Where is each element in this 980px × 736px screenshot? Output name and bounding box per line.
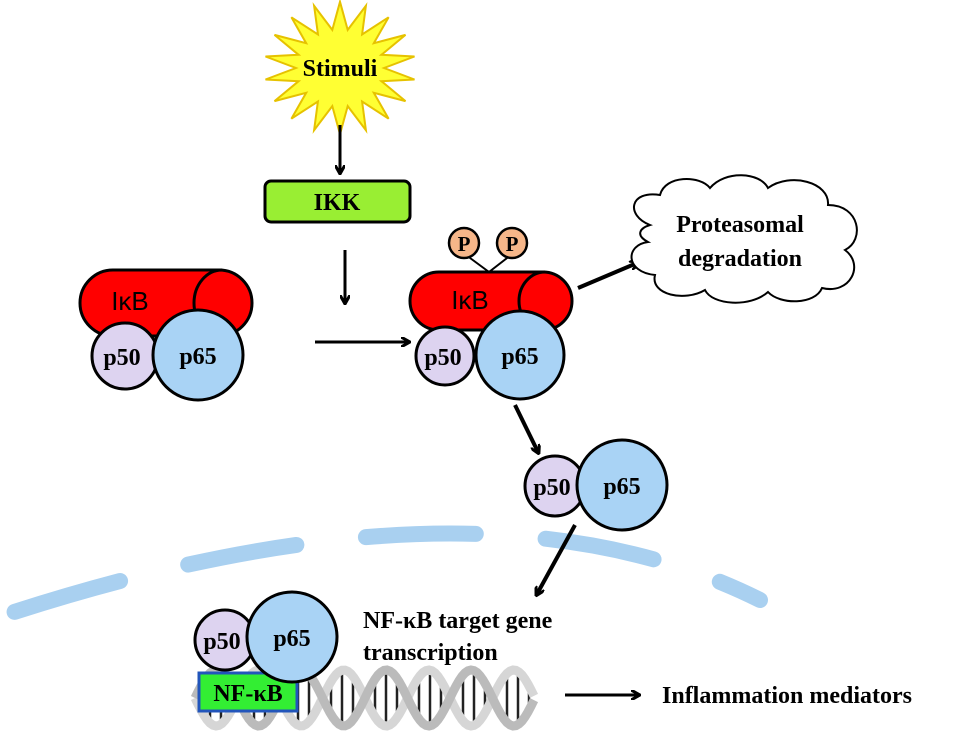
p50-label: p50 — [203, 629, 240, 655]
free-nfkb-dimer: p50 p65 — [523, 438, 669, 532]
cloud-icon — [630, 174, 858, 304]
ikk-label: IKK — [314, 190, 361, 216]
ikb-label: IκB — [111, 286, 149, 316]
p65-label: p65 — [501, 344, 538, 370]
p65-label: p65 — [603, 474, 640, 500]
phospho-label-1: P — [458, 232, 471, 256]
proteasomal-label: Proteasomal — [676, 212, 804, 238]
inflammation-mediators-label: Inflammation mediators — [662, 683, 912, 709]
dna-strand — [190, 665, 539, 731]
p65-label: p65 — [179, 344, 216, 370]
ikb-label-phospho: IκB — [451, 285, 489, 315]
nfkb-box-label: NF-κB — [213, 681, 282, 707]
stimuli-node: Stimuli — [265, 0, 415, 138]
proteasomal-degradation-node: Proteasomal degradation — [630, 174, 858, 304]
arrow-to-degradation — [577, 263, 637, 290]
p50-label: p50 — [533, 475, 570, 501]
ikb-nfkb-complex: IκB p50 p65 — [78, 268, 254, 402]
arrow-to-nucleus — [537, 524, 577, 594]
ikk-node: IKK — [263, 179, 412, 224]
phospho-label-2: P — [506, 232, 519, 256]
target-gene-label-1: NF-κB target gene — [363, 608, 553, 634]
degradation-label: degradation — [678, 246, 802, 272]
target-gene-label-2: transcription — [363, 640, 498, 666]
nuclear-membrane — [0, 525, 768, 623]
p65-label: p65 — [273, 626, 310, 652]
bound-nfkb-dimer: p50 NF-κB p65 — [193, 590, 339, 713]
stimuli-label: Stimuli — [303, 56, 378, 82]
phosphorylated-complex: P P IκB p50 p65 — [408, 226, 574, 401]
arrow-to-free-nfkb — [513, 404, 538, 452]
p50-label: p50 — [103, 345, 140, 371]
p50-label: p50 — [424, 345, 461, 371]
